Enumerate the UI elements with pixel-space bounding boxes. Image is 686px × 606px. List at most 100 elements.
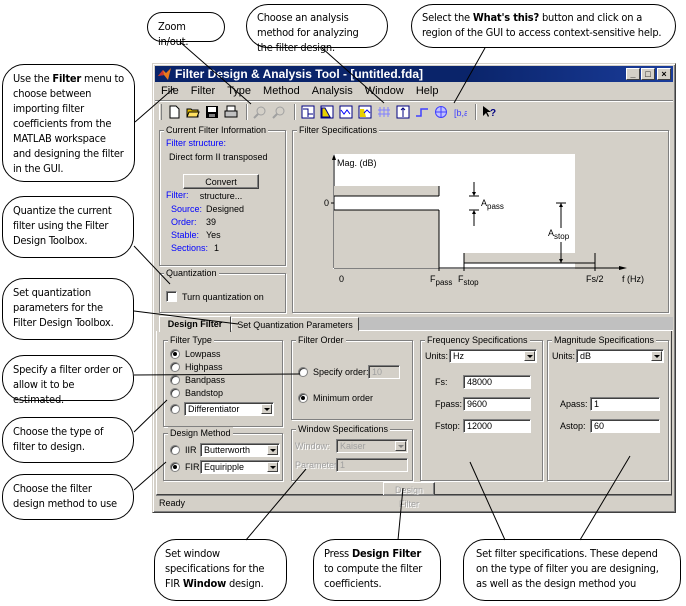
group-title: Frequency Specifications [425,334,530,346]
sections-value: 1 [214,243,220,253]
open-folder-icon[interactable] [185,104,201,120]
menu-window[interactable]: Window [364,85,404,97]
radio-other-type[interactable] [170,404,180,414]
window-title: Filter Design & Analysis Tool - [untitle… [175,67,424,81]
maximize-button[interactable]: □ [641,68,655,80]
specify-order-input[interactable]: 10 [368,365,400,379]
stable-value: Yes [206,230,221,240]
chevron-down-icon[interactable] [267,462,278,472]
window-label: Window: [295,441,330,451]
radio-bandstop[interactable] [170,388,180,398]
chevron-down-icon[interactable] [524,351,535,361]
menu-file[interactable]: File [161,85,179,97]
fstop-label: Fstop: [435,421,461,431]
apass-input[interactable]: 1 [590,397,660,411]
group-delay-icon[interactable] [376,104,392,120]
tab-design-filter[interactable]: Design Filter [159,316,231,332]
mag-units-label: Units: [552,351,576,361]
radio-specify-order-label[interactable]: Specify order: [313,367,369,377]
coefficients-icon[interactable]: [b,a] [452,104,468,120]
fir-method-dropdown[interactable]: Equiripple [200,460,280,474]
fdatool-window: Filter Design & Analysis Tool - [untitle… [152,63,676,513]
radio-iir-label[interactable]: IIR [185,445,197,455]
minimize-icon: _ [630,69,636,79]
chevron-down-icon[interactable] [267,445,278,455]
mag-units-dropdown[interactable]: dB [576,349,664,363]
filter-spec-icon[interactable] [300,104,316,120]
radio-fir-label[interactable]: FIR [185,462,200,472]
current-filter-info-group: Current Filter Information Filter struct… [159,124,286,266]
phase-response-icon[interactable] [338,104,354,120]
astop-input[interactable]: 60 [590,419,660,433]
pole-zero-icon[interactable] [433,104,449,120]
menu-analysis[interactable]: Analysis [311,85,353,97]
menu-filter[interactable]: Filter [190,85,216,97]
menu-type[interactable]: Type [227,85,252,97]
radio-bandpass[interactable] [170,375,180,385]
print-icon[interactable] [223,104,239,120]
x-axis-arrow [619,266,627,270]
chevron-down-icon[interactable] [395,441,406,451]
toolbar-grip[interactable] [159,103,162,120]
design-filter-button[interactable]: Design Filter [383,482,435,509]
fstop-input[interactable]: 12000 [463,419,531,433]
other-type-dropdown[interactable]: Differentiator [184,402,274,416]
filter-structure-value: Direct form II transposed [169,152,268,162]
new-file-icon[interactable] [166,104,182,120]
minimize-button[interactable]: _ [626,68,640,80]
zoom-out-icon[interactable] [271,104,287,120]
radio-highpass-label[interactable]: Highpass [185,362,223,372]
window-dropdown[interactable]: Kaiser [336,439,408,453]
menu-method[interactable]: Method [263,85,300,97]
radio-highpass[interactable] [170,362,180,372]
menu-help[interactable]: Help [415,85,439,97]
radio-iir[interactable] [170,445,180,455]
freq-units-dropdown[interactable]: Hz [449,349,537,363]
convert-structure-button[interactable]: Convert structure... [183,174,259,201]
tab-strip-background [359,317,673,331]
toolbar-separator [294,103,296,120]
design-method-group: Design Method IIR Butterworth FIR Equiri… [163,427,283,481]
impulse-response-icon[interactable] [395,104,411,120]
mag-phase-icon[interactable] [357,104,373,120]
passband-upper-region [334,186,439,196]
title-bar[interactable]: Filter Design & Analysis Tool - [untitle… [155,66,673,82]
radio-bandpass-label[interactable]: Bandpass [185,375,226,385]
fs-input[interactable]: 48000 [463,375,531,389]
order-value: 39 [206,217,217,227]
magnitude-specs-group: Magnitude Specifications Units: dB Apass… [547,334,669,481]
radio-minimum-order[interactable] [298,393,308,403]
zoom-in-icon[interactable] [252,104,268,120]
radio-lowpass-label[interactable]: Lowpass [185,349,221,359]
callout-design-filter: Press Design Filter to compute the filte… [313,539,441,601]
fir-method-value: Equiripple [204,462,245,472]
status-bar: Ready [156,495,672,509]
quantization-checkbox-label[interactable]: Turn quantization on [182,292,264,302]
callout-filter-menu: Use the Filter menu to choose between im… [2,64,135,182]
iir-method-dropdown[interactable]: Butterworth [200,443,280,457]
parameter-input[interactable]: 1 [336,458,408,472]
chevron-down-icon[interactable] [651,351,662,361]
magnitude-response-icon[interactable] [319,104,335,120]
tab-set-quantization-parameters[interactable]: Set Quantization Parameters [231,317,359,331]
source-value: Designed [206,204,245,214]
radio-lowpass[interactable] [170,349,180,359]
freq-units-label: Units: [425,351,449,361]
y-tick-zero: 0 [324,198,330,208]
group-title: Quantization [164,267,219,279]
fpass-input[interactable]: 9600 [463,397,531,411]
radio-fir[interactable] [170,462,180,472]
radio-minimum-order-label[interactable]: Minimum order [313,393,374,403]
svg-text:?: ? [490,108,496,119]
chevron-down-icon[interactable] [261,404,272,414]
quantization-checkbox[interactable] [166,291,177,302]
save-icon[interactable] [204,104,220,120]
radio-specify-order[interactable] [298,367,308,377]
step-response-icon[interactable] [414,104,430,120]
whats-this-icon[interactable]: ? [481,104,497,120]
sections-label: Sections: [171,243,209,253]
astop-label: Astop [548,228,570,242]
radio-bandstop-label[interactable]: Bandstop [185,388,224,398]
callout-zoom: Zoom in/out. [147,12,225,48]
close-button[interactable]: × [657,68,671,80]
